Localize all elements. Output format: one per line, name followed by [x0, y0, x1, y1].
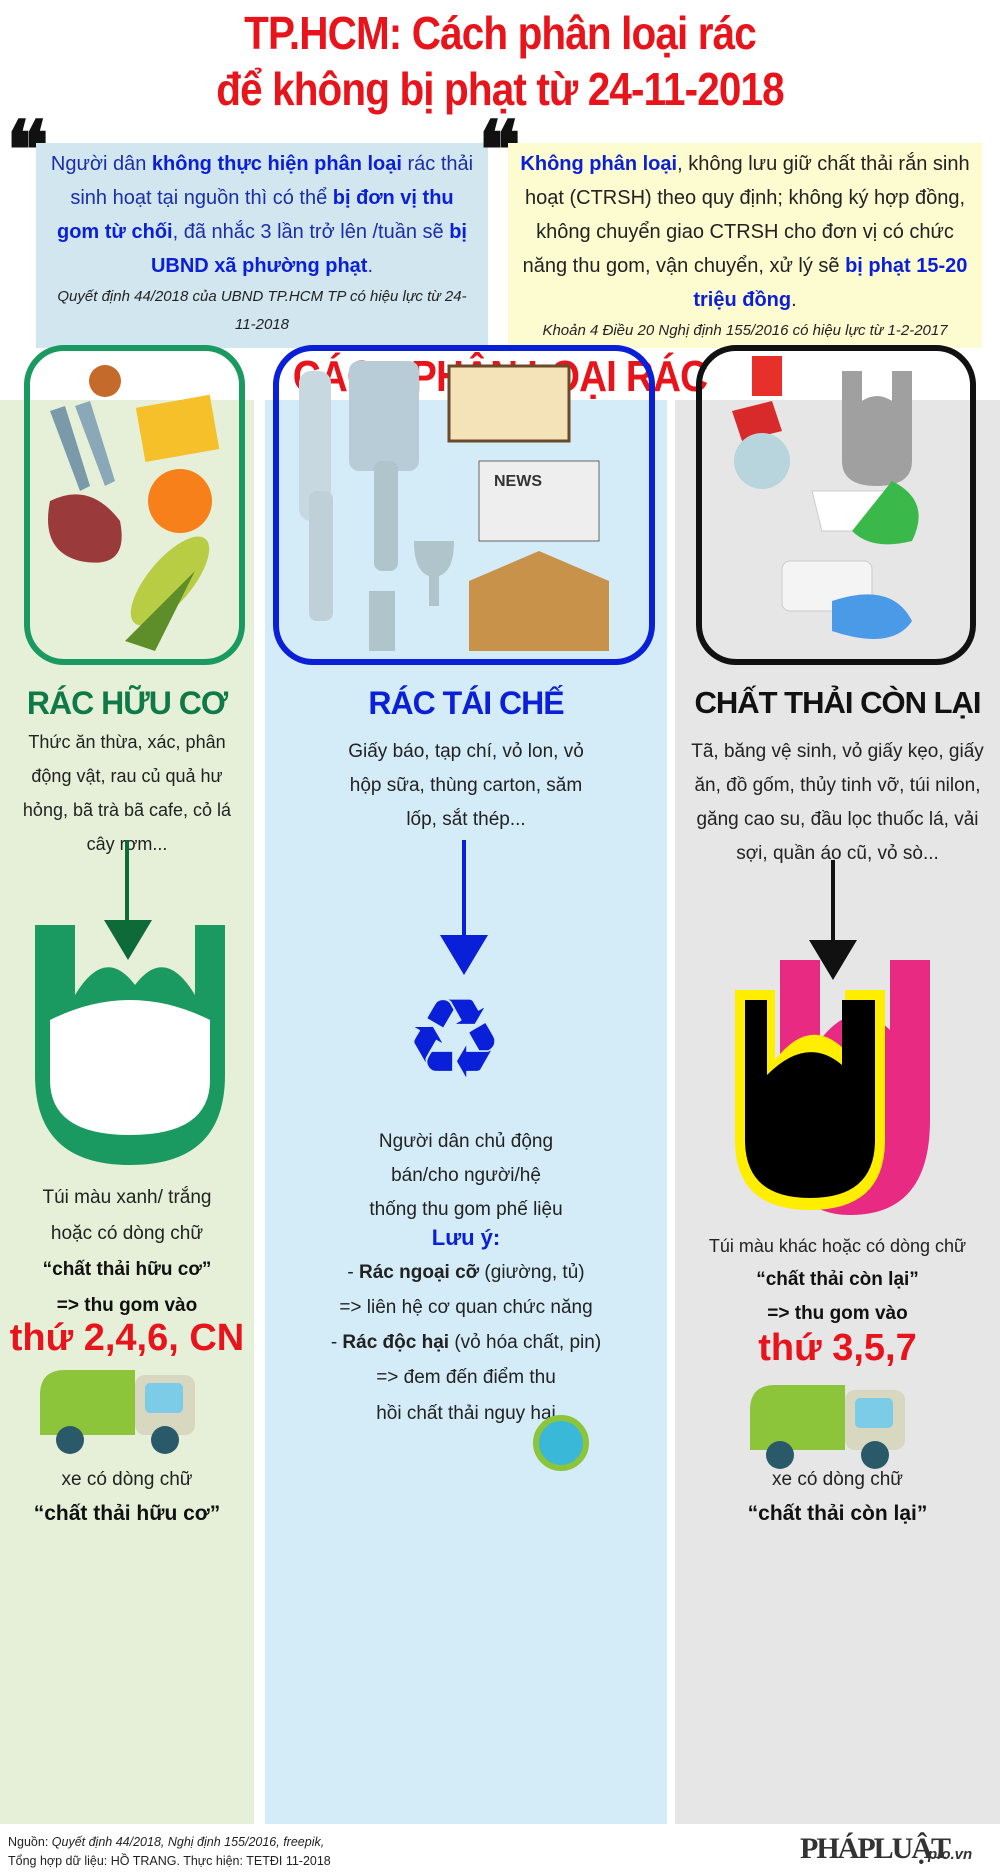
recycle-description: Giấy báo, tạp chí, vỏ lon, vỏ hộp sữa, t… [348, 741, 584, 830]
residual-column: CHẤT THẢI CÒN LẠI Tã, băng vệ sinh, vỏ g… [675, 345, 1000, 1824]
residual-collect: => thu gom vào [767, 1303, 908, 1324]
organic-bag-label: “chất thải hữu cơ” [42, 1259, 212, 1280]
recycle-symbol-icon: ♻ [405, 978, 504, 1101]
organic-column: RÁC HỮU CƠ Thức ăn thừa, xác, phân động … [0, 345, 254, 1824]
recycle-frame: NEWS [273, 345, 655, 665]
residual-heading: CHẤT THẢI CÒN LẠI [694, 685, 981, 720]
note-hazardous-action: => đem đến điểm thu hồi chất thải nguy h… [376, 1367, 556, 1424]
residual-bag-line1: Túi màu khác hoặc có dòng chữ [708, 1236, 967, 1256]
organic-heading: RÁC HỮU CƠ [26, 685, 228, 721]
residual-truck-label: “chất thải còn lại” [747, 1502, 928, 1525]
residual-bag-label: “chất thải còn lại” [756, 1269, 919, 1290]
organic-frame [24, 345, 245, 665]
residual-frame [696, 345, 976, 665]
organic-truck-icon [40, 1370, 195, 1454]
organic-truck-label: “chất thải hữu cơ” [33, 1502, 221, 1525]
residual-description: Tã, băng vệ sinh, vỏ giấy kẹo, giấy ăn, … [691, 741, 984, 864]
organic-truck-line1: xe có dòng chữ [61, 1469, 193, 1490]
news-label: NEWS [494, 473, 542, 490]
residual-bags-icon [735, 960, 930, 1215]
note-hazardous: - Rác độc hại (vỏ hóa chất, pin) [330, 1332, 602, 1353]
note-title: Lưu ý: [431, 1225, 501, 1250]
footer-credit: Tổng hợp dữ liệu: HỒ TRANG. Thực hiện: T… [8, 1854, 331, 1868]
battery-recycle-icon [533, 1415, 589, 1471]
recycle-heading: RÁC TÁI CHẾ [368, 685, 564, 721]
site-url: plo.vn [928, 1846, 973, 1863]
organic-days: thứ 2,4,6, CN [9, 1317, 245, 1359]
arrow-down-icon [831, 860, 835, 950]
phapluat-logo: PHÁPLUẬT [800, 1832, 951, 1865]
page-title-line2: để không bị phạt từ 24-11-2018 [216, 63, 784, 115]
quote-left-source: Quyết định 44/2018 của UBND TP.HCM TP có… [57, 288, 467, 333]
organic-bag-line1: Túi màu xanh/ trắng [42, 1187, 212, 1208]
page-title-line1: TP.HCM: Cách phân loại rác [244, 7, 757, 59]
arrow-head-icon [104, 920, 152, 960]
residual-truck-line1: xe có dòng chữ [771, 1469, 904, 1490]
quote-right-source: Khoản 4 Điều 20 Nghị định 155/2016 có hi… [542, 322, 948, 339]
quote-left: Người dân không thực hiện phân loại rác … [36, 143, 488, 348]
organic-food-illustration [48, 365, 220, 651]
footer-source: Nguồn: Quyết định 44/2018, Nghị định 155… [8, 1835, 325, 1849]
recyclables-illustration: NEWS [299, 361, 609, 651]
note-oversized: - Rác ngoại cỡ (giường, tủ) [347, 1262, 585, 1283]
residual-days: thứ 3,5,7 [758, 1327, 917, 1369]
recycle-action: Người dân chủ động bán/cho người/hệ thốn… [369, 1131, 563, 1220]
organic-collect: => thu gom vào [56, 1295, 198, 1316]
note-oversized-action: => liên hệ cơ quan chức năng [339, 1297, 593, 1318]
arrow-head-icon [440, 935, 488, 975]
green-bag-icon [35, 925, 225, 1165]
residual-waste-illustration [732, 356, 919, 639]
quote-right: Không phân loại, không lưu giữ chất thải… [508, 143, 982, 348]
organic-bag-line2: hoặc có dòng chữ [50, 1223, 204, 1244]
recycle-column: NEWS RÁC TÁI CHẾ Giấy báo, tạp chí, vỏ l… [265, 345, 667, 1824]
arrow-down-icon [125, 840, 129, 940]
arrow-down-icon [462, 840, 466, 940]
residual-truck-icon [750, 1385, 905, 1469]
